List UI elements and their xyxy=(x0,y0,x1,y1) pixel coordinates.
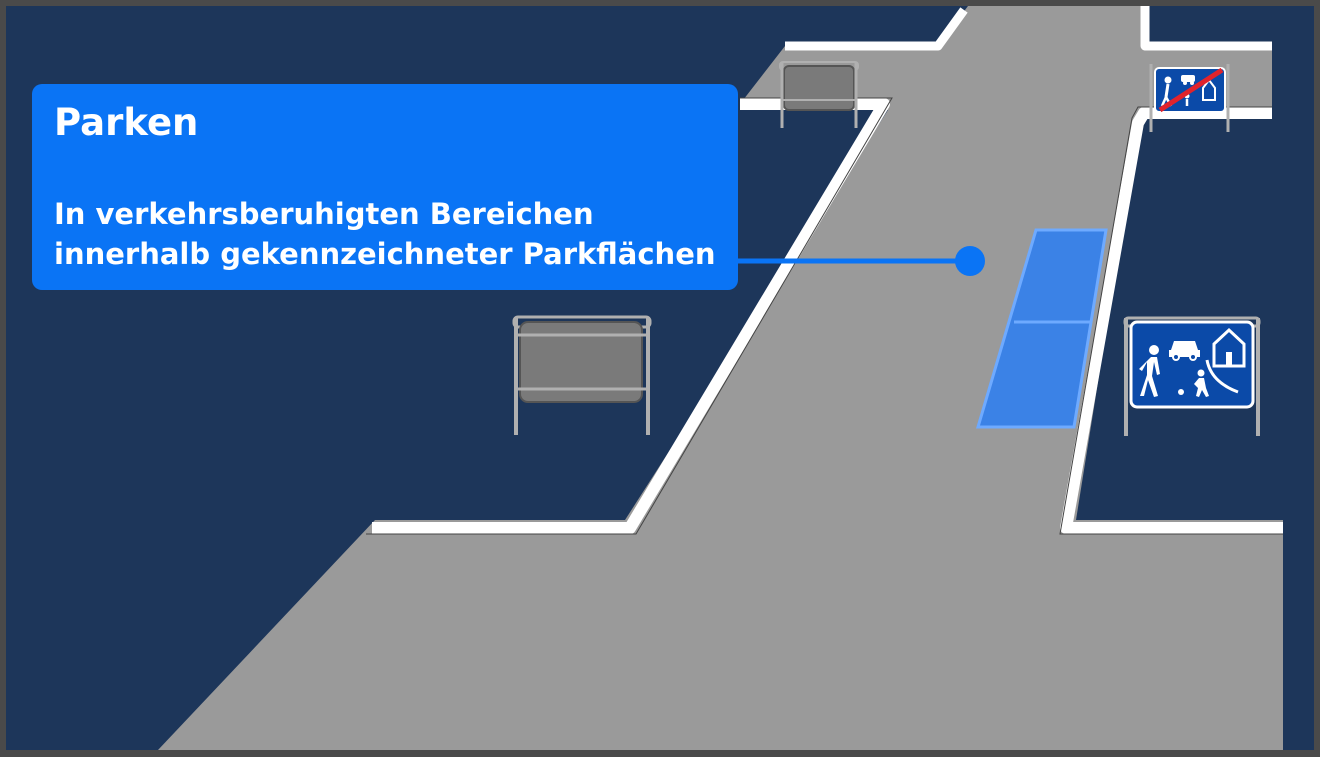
callout-text: In verkehrsberuhigten Bereichen innerhalb… xyxy=(54,194,738,274)
sign-back-middle-icon xyxy=(779,61,859,128)
info-callout: Parken In verkehrsberuhigten Bereichen in… xyxy=(32,84,738,290)
parking-area-icon xyxy=(975,228,1108,429)
callout-title: Parken xyxy=(54,101,199,144)
sign-end-traffic-calmed-zone-icon xyxy=(1149,64,1230,132)
sign-traffic-calmed-zone-icon xyxy=(1123,316,1261,436)
callout-text-line-2: innerhalb gekennzeichneter Parkflächen xyxy=(54,237,716,271)
callout-connector-dot-icon xyxy=(955,246,985,276)
sign-back-left-icon xyxy=(512,315,652,435)
callout-text-line-1: In verkehrsberuhigten Bereichen xyxy=(54,197,594,231)
